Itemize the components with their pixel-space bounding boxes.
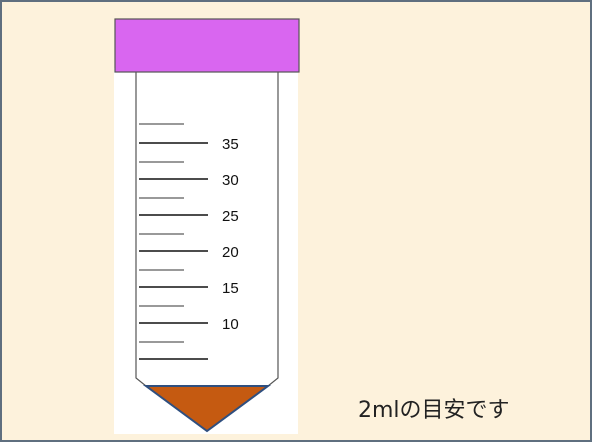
minor-graduation-marks: [139, 123, 184, 343]
scale-label-10: 10: [222, 316, 239, 333]
scale-label-25: 25: [222, 208, 239, 225]
tube-cap: [114, 18, 300, 73]
scale-label-20: 20: [222, 244, 239, 261]
sample-cone: [142, 385, 272, 433]
tube-body: [135, 72, 279, 387]
scale-label-35: 35: [222, 136, 239, 153]
major-graduation-marks: [139, 142, 208, 360]
scale-label-30: 30: [222, 172, 239, 189]
scale-label-15: 15: [222, 280, 239, 297]
caption-text: 2mlの目安です: [358, 398, 510, 423]
